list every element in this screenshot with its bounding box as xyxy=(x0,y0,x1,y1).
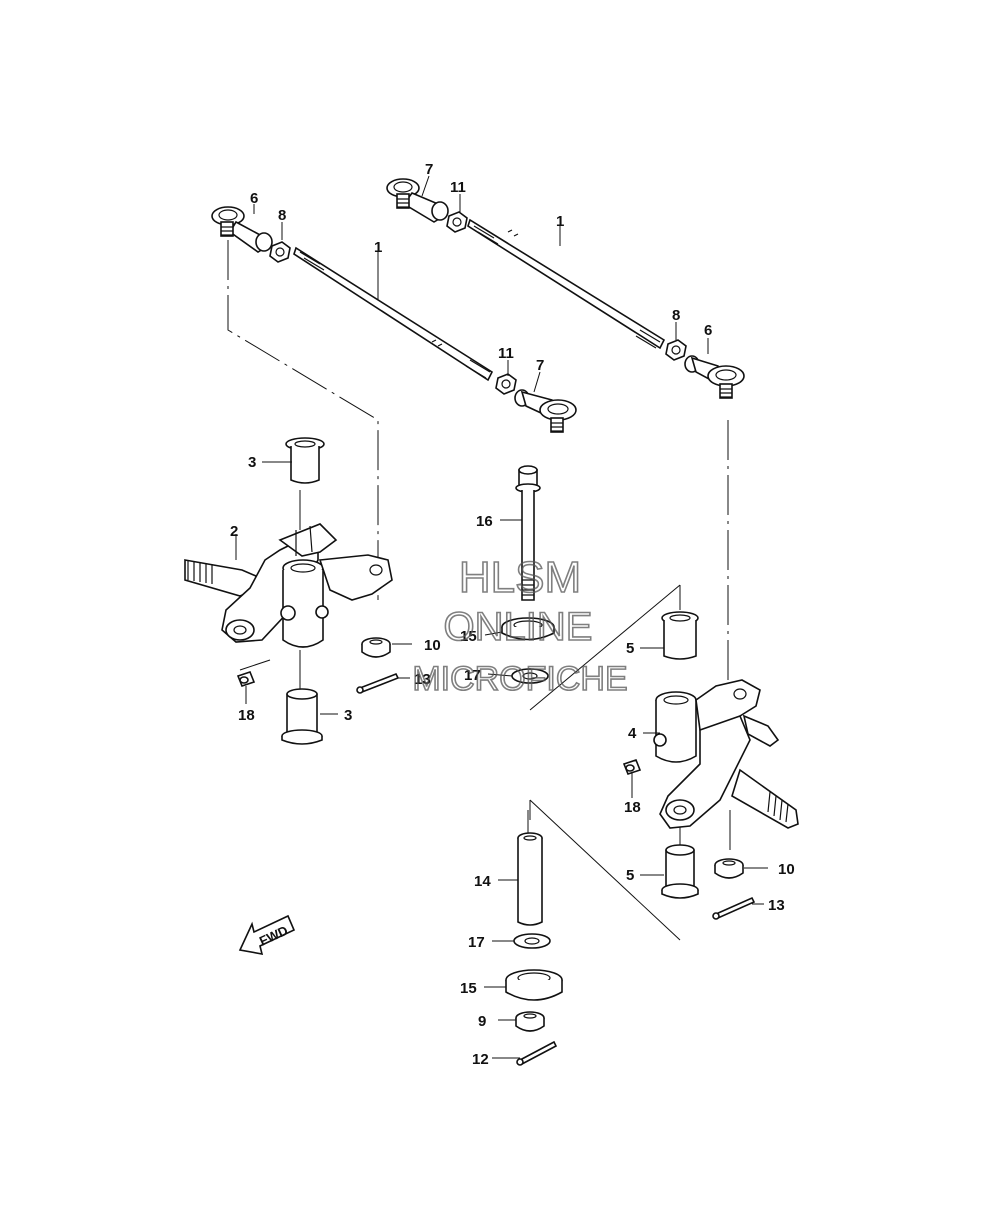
callout-3-top: 3 xyxy=(248,454,256,471)
fwd-arrow-icon: FWD xyxy=(238,914,296,956)
callout-15-top: 15 xyxy=(460,628,477,645)
callout-3-bottom: 3 xyxy=(344,707,352,724)
callout-9: 9 xyxy=(478,1013,486,1030)
callout-13-left: 13 xyxy=(414,671,431,688)
watermark-line-3: MICROFICHE xyxy=(412,660,627,698)
callout-17-bottom: 17 xyxy=(468,934,485,951)
callout-13-right: 13 xyxy=(768,897,785,914)
callout-18-right: 18 xyxy=(624,799,641,816)
callout-8-left: 8 xyxy=(278,207,286,224)
tie-rod-left xyxy=(211,206,577,433)
callout-11-mid: 11 xyxy=(498,345,514,362)
center-parts xyxy=(356,465,555,694)
callout-14: 14 xyxy=(474,873,491,890)
callout-5-top: 5 xyxy=(626,640,634,657)
callout-16: 16 xyxy=(476,513,493,530)
watermark-line-2: ONLINE xyxy=(444,605,593,649)
frame-lines xyxy=(529,584,681,941)
watermark-line-1: HLSM xyxy=(459,553,581,602)
watermark: HLSM ONLINE MICROFICHE xyxy=(412,552,629,699)
callout-10-right: 10 xyxy=(778,861,795,878)
callout-6-left: 6 xyxy=(250,190,258,207)
callout-8-right: 8 xyxy=(672,307,680,324)
callout-15-bottom: 15 xyxy=(460,980,477,997)
callout-2: 2 xyxy=(230,523,238,540)
tie-rod-right xyxy=(386,178,745,399)
callout-7-top: 7 xyxy=(425,161,433,178)
callout-11-top: 11 xyxy=(450,179,466,196)
callout-4: 4 xyxy=(628,725,637,742)
knuckle-left xyxy=(184,437,393,745)
knuckle-right xyxy=(622,611,799,920)
leader-lines xyxy=(235,175,768,1059)
callout-1-right: 1 xyxy=(556,213,564,230)
callout-12: 12 xyxy=(472,1051,489,1068)
callout-6-right: 6 xyxy=(704,322,712,339)
callout-5-bottom: 5 xyxy=(626,867,634,884)
fwd-label: FWD xyxy=(257,923,290,949)
callout-17-top: 17 xyxy=(464,667,481,684)
callout-7-mid: 7 xyxy=(536,357,544,374)
callout-18-left: 18 xyxy=(238,707,255,724)
callout-labels: 1 1 2 3 3 4 5 5 6 6 7 7 8 8 9 10 10 11 1… xyxy=(230,161,795,1068)
lower-center-parts xyxy=(505,832,563,1066)
callout-10-left: 10 xyxy=(424,637,441,654)
callout-1-left: 1 xyxy=(374,239,382,256)
